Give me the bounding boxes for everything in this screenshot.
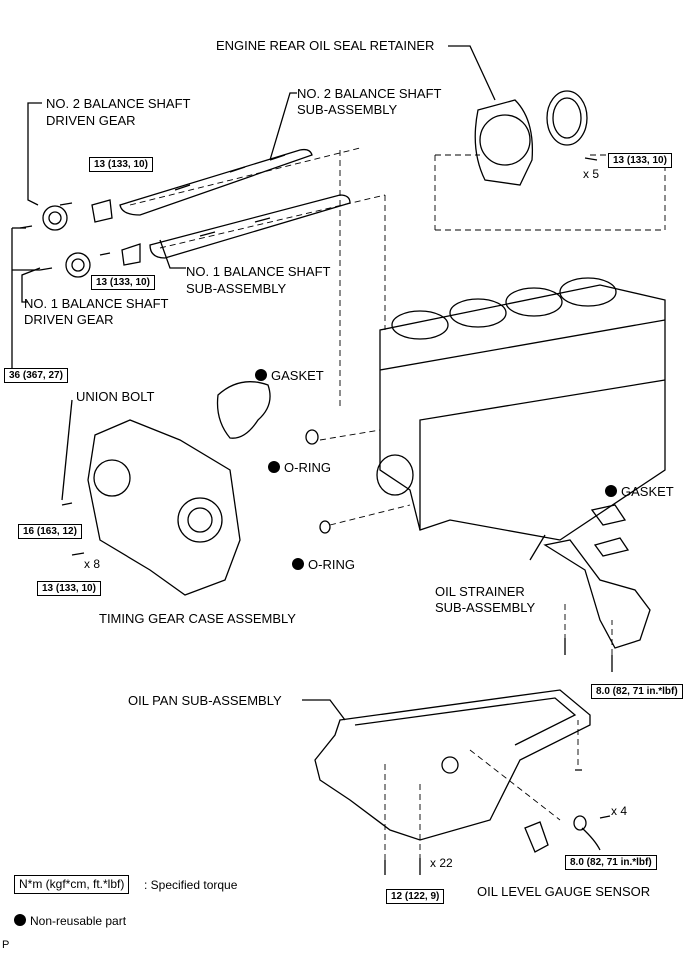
nonreusable-dot-icon — [14, 914, 26, 926]
multiplier-oil-pan: x 22 — [430, 856, 453, 870]
legend-torque-unit: N*m (kgf*cm, ft.*lbf) — [14, 875, 130, 894]
label-no1-shaft-line1: NO. 1 BALANCE SHAFT — [186, 264, 331, 279]
torque-box-oil-strainer: 8.0 (82, 71 in.*lbf) — [591, 684, 683, 699]
multiplier-timing-case: x 8 — [84, 557, 101, 571]
torque-box-gear-bolt: 13 (133, 10) — [89, 157, 153, 172]
label-no2-shaft-line2: SUB-ASSEMBLY — [297, 102, 398, 117]
torque-box-timing-case: 13 (133, 10) — [37, 581, 101, 596]
label-gasket-top: GASKET — [255, 368, 324, 384]
legend-torque-text: : Specified torque — [144, 878, 238, 892]
nonreusable-dot-icon — [268, 461, 280, 473]
o-ring-1-text: O-RING — [284, 460, 331, 475]
torque-box-seal-retainer: 13 (133, 10) — [608, 153, 672, 168]
nonreusable-dot-icon — [292, 558, 304, 570]
label-no2-shaft-line1: NO. 2 BALANCE SHAFT — [297, 86, 442, 101]
legend-nonreusable: Non-reusable part — [14, 913, 126, 929]
label-o-ring-2: O-RING — [292, 557, 355, 573]
gasket-right-text: GASKET — [621, 484, 674, 499]
multiplier-gauge-sensor: x 4 — [611, 804, 628, 818]
label-timing-gear-case: TIMING GEAR CASE ASSEMBLY — [99, 611, 296, 626]
label-rear-oil-seal-retainer: ENGINE REAR OIL SEAL RETAINER — [216, 38, 435, 53]
torque-box-no1-shaft: 13 (133, 10) — [91, 275, 155, 290]
label-no1-driven-gear-line1: NO. 1 BALANCE SHAFT — [24, 296, 169, 311]
label-union-bolt: UNION BOLT — [76, 389, 155, 404]
label-oil-strainer-line2: SUB-ASSEMBLY — [435, 600, 536, 615]
torque-box-oil-pan: 12 (122, 9) — [386, 889, 445, 904]
nonreusable-dot-icon — [605, 485, 617, 497]
label-o-ring-1: O-RING — [268, 460, 331, 476]
figure-code: P — [2, 939, 10, 951]
nonreusable-dot-icon — [255, 369, 267, 381]
label-no2-driven-gear-line1: NO. 2 BALANCE SHAFT — [46, 96, 191, 111]
multiplier-seal-retainer: x 5 — [583, 167, 600, 181]
label-no1-shaft-line2: SUB-ASSEMBLY — [186, 281, 287, 296]
label-oil-strainer-line1: OIL STRAINER — [435, 584, 525, 599]
label-oil-level-gauge-sensor: OIL LEVEL GAUGE SENSOR — [477, 884, 651, 899]
torque-box-union-bolt: 16 (163, 12) — [18, 524, 82, 539]
label-no2-driven-gear-line2: DRIVEN GEAR — [46, 113, 136, 128]
label-no1-driven-gear-line2: DRIVEN GEAR — [24, 312, 114, 327]
gasket-top-text: GASKET — [271, 368, 324, 383]
legend-nonreusable-text: Non-reusable part — [30, 914, 127, 928]
torque-box-gauge-sensor: 8.0 (82, 71 in.*lbf) — [565, 855, 657, 870]
torque-box-36: 36 (367, 27) — [4, 368, 68, 383]
label-gasket-right: GASKET — [605, 484, 674, 500]
label-oil-pan: OIL PAN SUB-ASSEMBLY — [128, 693, 282, 708]
o-ring-2-text: O-RING — [308, 557, 355, 572]
